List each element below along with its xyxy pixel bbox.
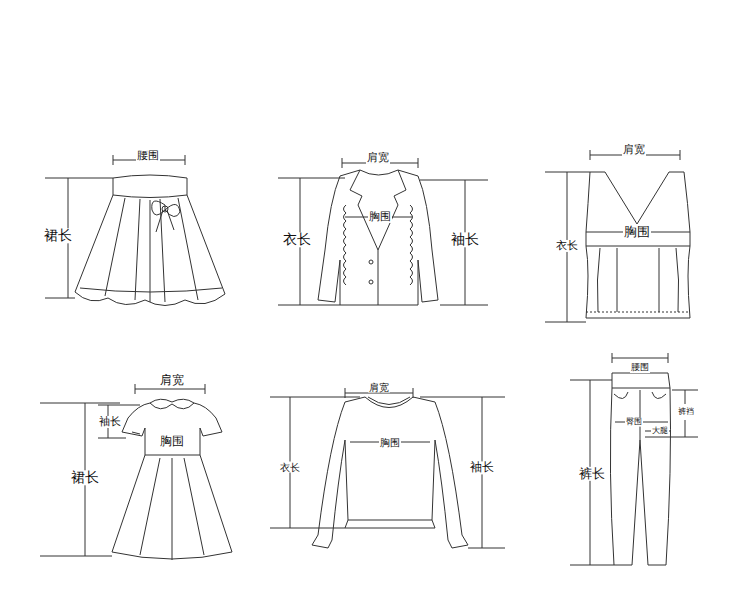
dimension-label: 胸围 xyxy=(368,211,392,223)
dimension-label: 胸围 xyxy=(379,437,401,448)
dimension-label: 腰围 xyxy=(136,150,160,162)
dimension-label: 衣长 xyxy=(282,232,312,247)
dimension-label: 衣长 xyxy=(555,240,579,252)
pants-drawing xyxy=(570,353,698,565)
dimension-label: 袖长 xyxy=(450,232,480,247)
dimension-label: 袖长 xyxy=(469,461,495,474)
jacket-drawing xyxy=(278,158,488,305)
dimension-label: 裙长 xyxy=(43,228,73,243)
dimension-label: 裤裆 xyxy=(677,408,695,417)
dimension-label: 肩宽 xyxy=(368,382,390,393)
dimension-label: 大腿 xyxy=(651,427,669,436)
dimension-label: 胸围 xyxy=(159,435,185,448)
dimension-label: 肩宽 xyxy=(159,374,185,387)
dimension-label: 肩宽 xyxy=(622,144,646,156)
sweater-drawing xyxy=(270,388,505,548)
dimension-label: 臀围 xyxy=(625,418,643,427)
dimension-label: 袖长 xyxy=(98,416,122,428)
dimension-label: 裙长 xyxy=(70,470,100,485)
dimension-label: 裤长 xyxy=(578,467,606,481)
dimension-label: 肩宽 xyxy=(366,152,390,164)
dimension-label: 胸围 xyxy=(623,225,651,239)
vest-drawing xyxy=(545,150,690,322)
dimension-label: 衣长 xyxy=(279,462,301,473)
dimension-label: 腰围 xyxy=(630,363,650,373)
dress-drawing xyxy=(40,384,232,560)
